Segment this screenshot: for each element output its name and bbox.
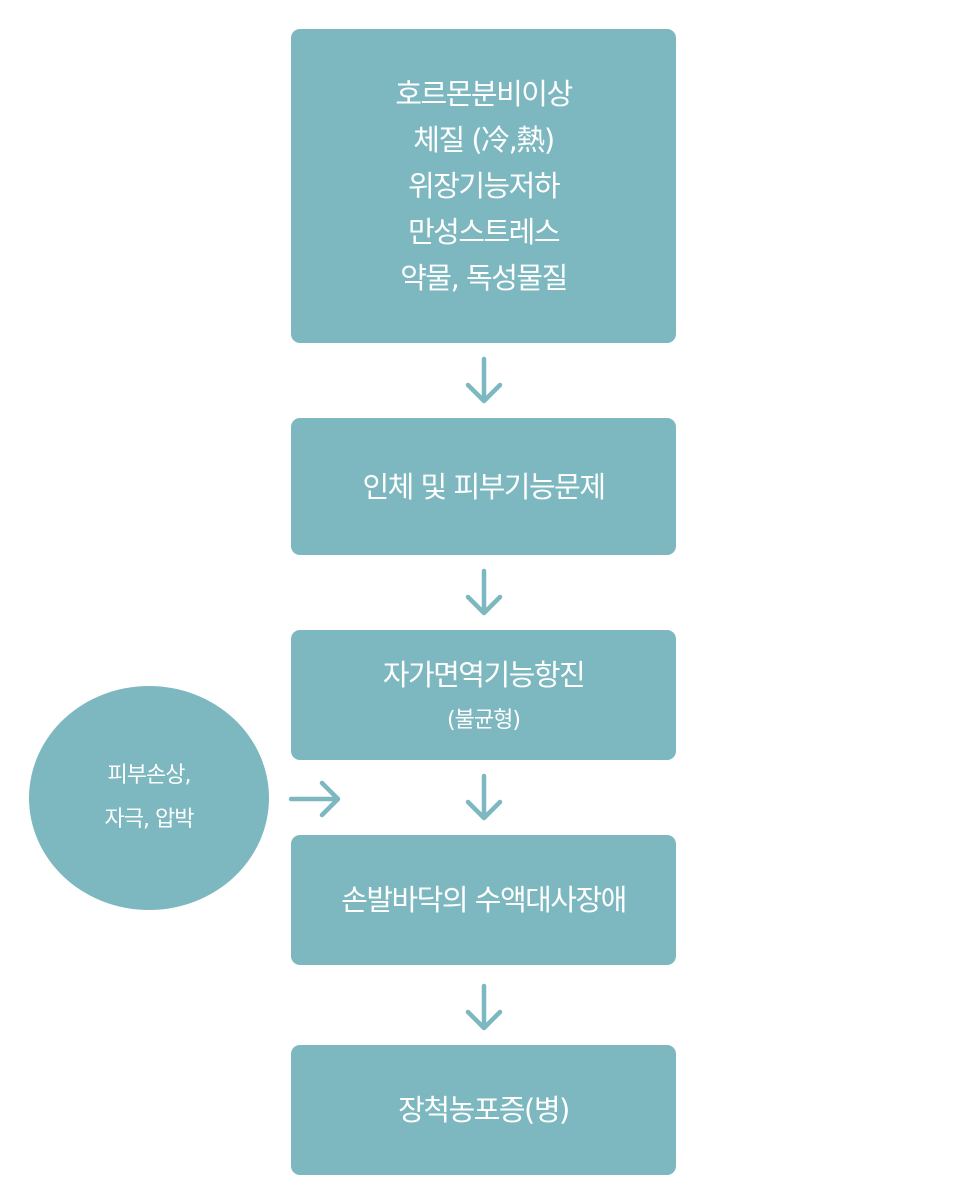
arrow-down-icon <box>462 773 506 823</box>
arrow-down-icon <box>462 983 506 1033</box>
node-external-factors: 피부손상, 자극, 압박 <box>29 686 269 910</box>
node-causes-line-5: 약물, 독성물질 <box>400 261 568 295</box>
node-body-skin-function: 인체 및 피부기능문제 <box>291 418 676 555</box>
node-external-factors-line-2: 자극, 압박 <box>104 807 195 832</box>
node-external-factors-line-1: 피부손상, <box>107 763 192 788</box>
node-ppp: 장척농포증(병) <box>291 1045 676 1175</box>
node-body-skin-function-label: 인체 및 피부기능문제 <box>362 469 606 504</box>
arrow-right-icon <box>288 780 344 818</box>
node-causes: 호르몬분비이상 체질 (冷,熱) 위장기능저하 만성스트레스 약물, 독성물질 <box>291 29 676 343</box>
node-ppp-label: 장척농포증(병) <box>398 1093 570 1127</box>
node-autoimmune-sublabel: (불균형) <box>447 708 521 733</box>
node-causes-line-1: 호르몬분비이상 <box>395 77 573 111</box>
node-causes-line-4: 만성스트레스 <box>407 215 561 249</box>
node-sweat-metabolism-label: 손발바닥의 수액대사장애 <box>341 883 627 917</box>
arrow-down-icon <box>462 356 506 406</box>
node-causes-line-3: 위장기능저하 <box>407 169 561 203</box>
arrow-down-icon <box>462 568 506 618</box>
node-autoimmune-label: 자가면역기능항진 <box>382 658 586 692</box>
node-causes-line-2: 체질 (冷,熱) <box>413 123 555 157</box>
node-sweat-metabolism: 손발바닥의 수액대사장애 <box>291 835 676 965</box>
node-autoimmune: 자가면역기능항진 (불균형) <box>291 630 676 760</box>
